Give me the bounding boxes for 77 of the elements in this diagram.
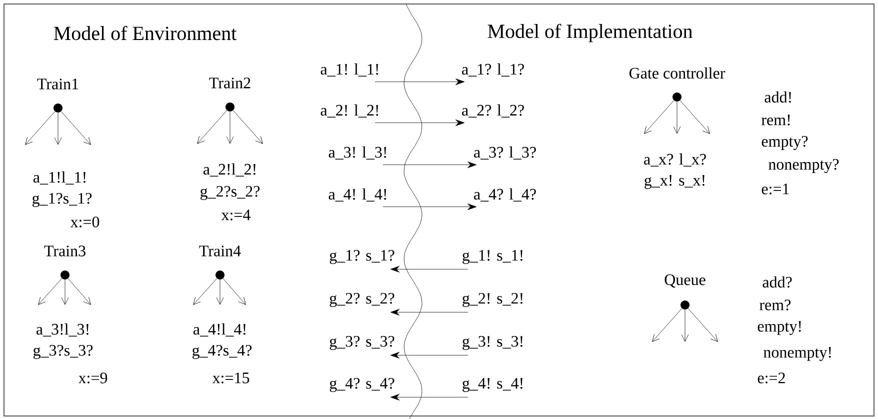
transition-label: add!	[764, 91, 791, 103]
arrow	[216, 280, 224, 305]
initial-state	[672, 92, 682, 102]
transition-label: a_2!l_2!	[203, 163, 256, 177]
transition-label: e:=2	[758, 372, 785, 384]
transition-label: empty?	[762, 136, 808, 150]
arrow	[652, 308, 682, 342]
arrow	[688, 308, 718, 342]
signal-text: a_1? l_1?	[462, 63, 524, 77]
transition-label: a_4!l_4!	[193, 323, 246, 337]
signal-text: a_3! l_3!	[328, 146, 386, 160]
transition-label: nonempty!	[764, 347, 831, 361]
initial-state	[226, 102, 234, 112]
arrow	[374, 78, 465, 86]
arrow	[390, 352, 468, 358]
signal-text: g_1? s_1?	[330, 250, 394, 264]
arrow	[60, 111, 91, 145]
transition-label: g_1?s_1?	[32, 192, 92, 207]
arrow	[390, 394, 468, 400]
transition-label: a_x? l_x?	[644, 153, 706, 167]
arrow	[390, 308, 468, 316]
arrow	[382, 204, 477, 210]
automaton-name: Train2	[209, 78, 250, 88]
initial-state	[54, 104, 62, 112]
transition-label: g_x! s_x!	[644, 175, 704, 189]
transition-label: add?	[762, 276, 792, 288]
arrow	[68, 278, 91, 305]
arrow	[681, 310, 689, 342]
signal-text: a_2? l_2?	[462, 104, 524, 118]
transition-label: g_2?s_2?	[200, 186, 260, 200]
automaton-name: Train1	[37, 78, 78, 90]
arrow	[673, 102, 681, 134]
arrow	[61, 280, 69, 305]
transition-label: rem?	[760, 300, 791, 310]
arrow	[54, 112, 62, 145]
initial-state	[60, 270, 70, 280]
automaton-name: Train4	[199, 246, 241, 256]
arrow	[232, 110, 263, 144]
signal-text: g_2? s_2?	[330, 292, 394, 307]
arrow	[644, 100, 674, 134]
signal-text: g_1! s_1!	[462, 250, 522, 264]
signal-text: a_1! l_1!	[320, 63, 378, 77]
signal-text: a_3? l_3?	[474, 146, 536, 160]
arrow	[222, 278, 246, 305]
signal-text: g_3! s_3!	[462, 336, 522, 350]
transition-label: e:=1	[762, 184, 789, 194]
arrow	[197, 110, 228, 144]
arrow	[25, 111, 56, 145]
transition-label: x:=9	[78, 372, 108, 384]
signal-text: g_4? s_4?	[330, 378, 394, 392]
transition-label: rem!	[762, 114, 790, 126]
arrow	[38, 278, 62, 305]
heading: Model of Environment	[54, 26, 237, 40]
transition-label: x:=15	[212, 372, 250, 384]
automaton-name: Gate controller	[629, 67, 726, 79]
automaton-name: Queue	[664, 274, 706, 288]
transition-label: a_1!l_1!	[33, 171, 86, 185]
signal-text: g_2! s_2!	[462, 292, 522, 307]
initial-state	[216, 270, 224, 280]
transition-label: empty!	[758, 321, 801, 335]
transition-label: g_4?s_4?	[192, 344, 252, 359]
arrow	[390, 266, 468, 272]
transition-label: a_3!l_3!	[36, 323, 88, 337]
arrow	[374, 120, 465, 126]
signal-text: g_3? s_3?	[330, 336, 394, 350]
signal-text: g_4! s_4!	[462, 378, 522, 392]
transition-label: nonempty?	[768, 158, 839, 174]
arrow	[680, 100, 710, 134]
initial-state	[680, 300, 690, 310]
signal-text: a_2! l_2!	[320, 104, 378, 118]
automaton-name: Train3	[44, 246, 86, 256]
arrow	[193, 278, 218, 305]
arrow	[226, 112, 234, 144]
signal-text: a_4? l_4?	[474, 188, 536, 202]
transition-label: g_3?s_3?	[33, 344, 93, 359]
signal-text: a_4! l_4!	[328, 188, 386, 202]
arrow	[382, 162, 477, 168]
